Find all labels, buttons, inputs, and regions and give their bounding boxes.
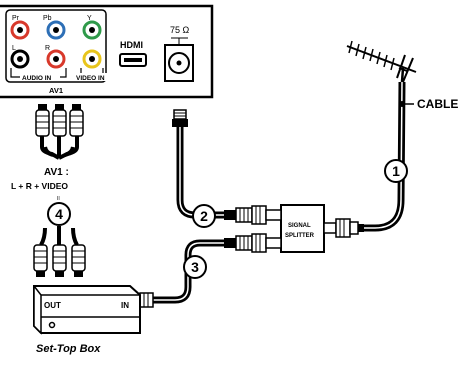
pr-label: Pr: [12, 15, 20, 22]
splitter-label-2: SPLITTER: [285, 233, 315, 239]
cable-1: [358, 81, 406, 232]
av1-label: AV1: [49, 86, 63, 95]
signal-splitter: [280, 204, 325, 253]
svg-text:3: 3: [191, 259, 199, 275]
stb-in-label: IN: [121, 301, 129, 310]
hdmi-label: HDMI: [120, 40, 143, 50]
video-in-label: VIDEO IN: [76, 75, 105, 82]
stb-in-connector: [139, 292, 154, 308]
coax-plug-top: [172, 109, 188, 127]
svg-text:4: 4: [55, 206, 63, 222]
y-label: Y: [87, 15, 92, 22]
rca-cable-lower: [33, 226, 86, 277]
r-label: R: [45, 45, 50, 52]
svg-text:1: 1: [392, 163, 400, 179]
tv-connector-panel: Pr Pb Y L R AUDIO IN VIDEO IN AV1 HDMI 7…: [0, 4, 214, 99]
splitter-out-2-connector: [224, 233, 282, 253]
rca-cable-upper: [35, 104, 84, 160]
step-3-badge: 3: [183, 255, 207, 279]
step-1-badge: 1: [384, 159, 408, 183]
svg-text:2: 2: [200, 208, 208, 224]
antenna-icon: [346, 40, 417, 83]
step-2-badge: 2: [192, 204, 216, 228]
stb-indicator-icon: [48, 321, 56, 329]
l-label: L: [12, 45, 16, 52]
antenna-input-label: 75 Ω: [170, 25, 190, 35]
av1-subtitle: L + R + VIDEO: [11, 181, 68, 191]
set-top-box: OUT IN: [33, 285, 141, 335]
cable-2: [176, 127, 224, 219]
av1-connector-group: [5, 9, 107, 83]
set-top-box-label: Set-Top Box: [36, 343, 101, 355]
stb-out-label: OUT: [44, 301, 61, 310]
step-4-badge: 4: [47, 202, 71, 226]
audio-in-label: AUDIO IN: [22, 75, 52, 82]
splitter-out-1-connector: [224, 205, 282, 225]
cable-label: CABLE: [417, 97, 458, 111]
cable-tick: II: [57, 196, 60, 202]
splitter-label-1: SIGNAL: [288, 223, 311, 229]
av1-title: AV1 :: [44, 167, 69, 178]
pb-label: Pb: [43, 15, 52, 22]
splitter-in-connector: [323, 218, 364, 238]
